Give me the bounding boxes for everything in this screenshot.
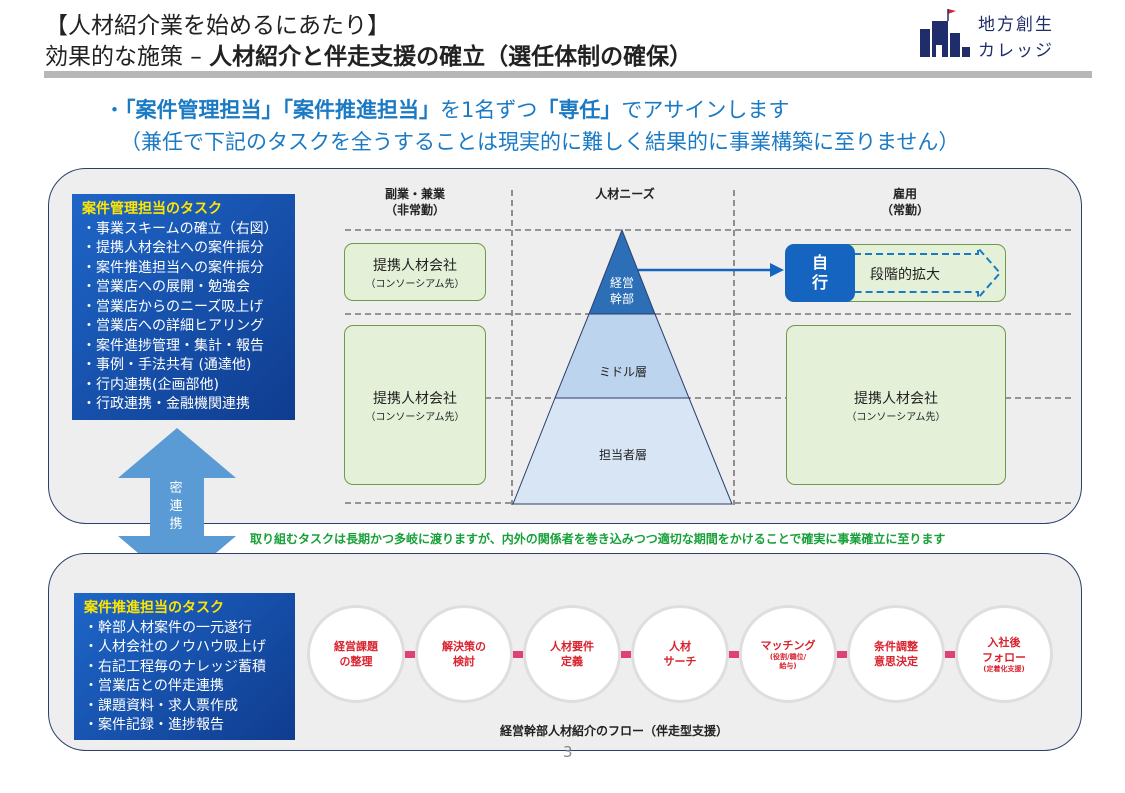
logo-line2: カレッジ xyxy=(978,41,1054,61)
partner-main-label: 提携人材会社 xyxy=(373,390,457,407)
step-line: フォロー xyxy=(982,650,1026,664)
long-term-note: 取り組むタスクは長期かつ多岐に渡りますが、内外の関係者を巻き込みつつ適切な期間を… xyxy=(250,532,946,546)
headline-text2: でアサインします xyxy=(621,98,790,122)
management-task-item: ・行政連携・金融機関連携 xyxy=(82,396,250,412)
coordination-label: 密連携 xyxy=(169,481,183,532)
partner-box-right: 提携人材会社 （コンソーシアム先） xyxy=(786,325,1006,485)
header-rule xyxy=(44,71,1092,78)
partner-sub-label: （コンソーシアム先） xyxy=(365,278,465,290)
column-head-side-job: 副業・兼業 （非常勤） xyxy=(360,186,470,218)
step-small: (定着化支援) xyxy=(983,664,1025,673)
column-head-employment: 雇用 （常勤） xyxy=(850,186,960,218)
flow-connector xyxy=(837,650,847,658)
management-task-item: ・事業スキームの確立（右図） xyxy=(82,220,278,237)
title-plain: 効果的な施策 – xyxy=(45,44,210,70)
flow-connector xyxy=(513,650,523,658)
flow-title: 経営幹部人材紹介のフロー（伴走型支援） xyxy=(500,724,729,738)
headline-dedicated: 「専任」 xyxy=(537,98,622,122)
title-bold: 人材紹介と伴走支援の確立（選任体制の確保） xyxy=(209,44,693,70)
page-number: 3 xyxy=(563,743,573,761)
column-head-text: 副業・兼業 xyxy=(384,187,445,201)
promotion-task-item: ・人材会社のノウハウ吸上げ xyxy=(84,639,266,655)
step-line: 入社後 xyxy=(987,635,1021,649)
flow-connector xyxy=(405,650,415,658)
self-label-char: 自 xyxy=(811,253,828,272)
expansion-label: 段階的拡大 xyxy=(870,267,940,283)
flow-connector xyxy=(621,650,631,658)
flow-step-search: 人材 サーチ xyxy=(631,605,729,703)
flow-step-matching: マッチング (役割/職位/ 給与) xyxy=(739,605,837,703)
promotion-task-item: ・右記工程毎のナレッジ蓄積 xyxy=(84,658,266,675)
bidirectional-arrow-icon xyxy=(118,428,236,586)
column-head-text: 雇用 xyxy=(892,187,917,201)
management-task-item: ・営業店への展開・勉強会 xyxy=(82,279,250,295)
flow-steps: 経営課題 の整理 解決策の 検討 人材要件 定義 人材 サーチ マッチング (役… xyxy=(307,605,1053,703)
step-line: 意思決定 xyxy=(874,655,918,668)
promotion-task-item: ・営業店との伴走連携 xyxy=(84,678,224,694)
flow-step-requirements: 人材要件 定義 xyxy=(523,605,621,703)
pyramid-label-middle: ミドル層 xyxy=(598,365,647,379)
building-logo-icon xyxy=(920,9,970,57)
step-line: サーチ xyxy=(663,655,697,668)
step-line: 定義 xyxy=(561,655,583,668)
promotion-task-box: 案件推進担当のタスク ・幹部人材案件の一元遂行 ・人材会社のノウハウ吸上げ ・右… xyxy=(74,593,295,740)
step-line: 解決策の xyxy=(442,640,486,653)
management-task-item: ・営業店への詳細ヒアリング xyxy=(82,318,264,334)
flow-connector xyxy=(729,650,739,658)
management-task-item: ・案件進捗管理・集計・報告 xyxy=(82,337,264,354)
column-head-needs: 人材ニーズ xyxy=(595,187,655,201)
column-head-text: （常勤） xyxy=(880,203,929,217)
talent-pyramid xyxy=(512,228,733,505)
management-task-item: ・営業店からのニーズ吸上げ xyxy=(82,298,264,315)
partner-box-top-left: 提携人材会社 （コンソーシアム先） xyxy=(344,243,486,301)
promotion-task-item: ・幹部人材案件の一元遂行 xyxy=(84,619,252,636)
step-line: 条件調整 xyxy=(874,640,918,653)
step-line: の整理 xyxy=(339,655,373,668)
flow-step-decision: 条件調整 意思決定 xyxy=(847,605,945,703)
headline-text1: を1名ずつ xyxy=(440,98,538,122)
flow-step-followup: 入社後 フォロー (定着化支援) xyxy=(955,605,1053,703)
headline-roles: 「案件管理担当」「案件推進担当」 xyxy=(125,98,440,122)
pyramid-label-executive: 経営 幹部 xyxy=(609,276,634,306)
logo-text: 地方創生 カレッジ xyxy=(978,12,1054,64)
promotion-task-title: 案件推進担当のタスク xyxy=(84,600,224,616)
flow-connector xyxy=(945,650,955,658)
management-task-item: ・事例・手法共有 (通達他) xyxy=(82,357,252,373)
step-line: 人材要件 xyxy=(550,640,594,653)
bullet: ・ xyxy=(104,98,125,122)
partner-main-label: 提携人材会社 xyxy=(373,257,457,274)
step-line: 人材 xyxy=(669,640,691,653)
flow-step-issues: 経営課題 の整理 xyxy=(307,605,405,703)
self-label-char: 行 xyxy=(811,273,828,292)
partner-sub-label: （コンソーシアム先） xyxy=(846,411,946,423)
step-line: 検討 xyxy=(453,655,475,668)
management-task-item: ・案件推進担当への案件振分 xyxy=(82,259,264,276)
step-line: 経営課題 xyxy=(334,640,378,653)
management-task-item: ・提携人材会社への案件振分 xyxy=(82,240,264,256)
management-task-item: ・行内連携(企画部他) xyxy=(82,376,219,393)
partner-sub-label: （コンソーシアム先） xyxy=(365,411,465,423)
slide-title-line2: 効果的な施策 – 人材紹介と伴走支援の確立（選任体制の確保） xyxy=(45,37,692,71)
promotion-task-item: ・課題資料・求人票作成 xyxy=(84,697,238,714)
partner-main-label: 提携人材会社 xyxy=(854,390,938,407)
headline-line1: ・「案件管理担当」「案件推進担当」を1名ずつ「専任」でアサインします xyxy=(104,94,789,124)
column-head-text: （非常勤） xyxy=(384,203,445,217)
promotion-task-item: ・案件記録・進捗報告 xyxy=(84,717,224,733)
slide-title-line1: 【人材紹介業を始めるにあたり】 xyxy=(45,13,390,39)
step-line: マッチング xyxy=(760,638,816,652)
partner-box-bottom-left: 提携人材会社 （コンソーシアム先） xyxy=(344,325,486,485)
self-bank-box: 自 行 xyxy=(785,244,855,302)
flow-step-solution: 解決策の 検討 xyxy=(415,605,513,703)
management-task-title: 案件管理担当のタスク xyxy=(82,201,222,217)
executive-arrow-icon xyxy=(638,263,784,277)
step-small: (役割/職位/ 給与) xyxy=(769,652,807,670)
headline-line2: （兼任で下記のタスクを全うすることは現実的に難しく結果的に事業構築に至りません） xyxy=(120,130,960,154)
management-task-box: 案件管理担当のタスク ・事業スキームの確立（右図） ・提携人材会社への案件振分 … xyxy=(72,194,295,420)
logo-line1: 地方創生 xyxy=(978,15,1054,35)
pyramid-label-staff: 担当者層 xyxy=(598,448,647,462)
expansion-arrow-icon xyxy=(853,246,1002,301)
